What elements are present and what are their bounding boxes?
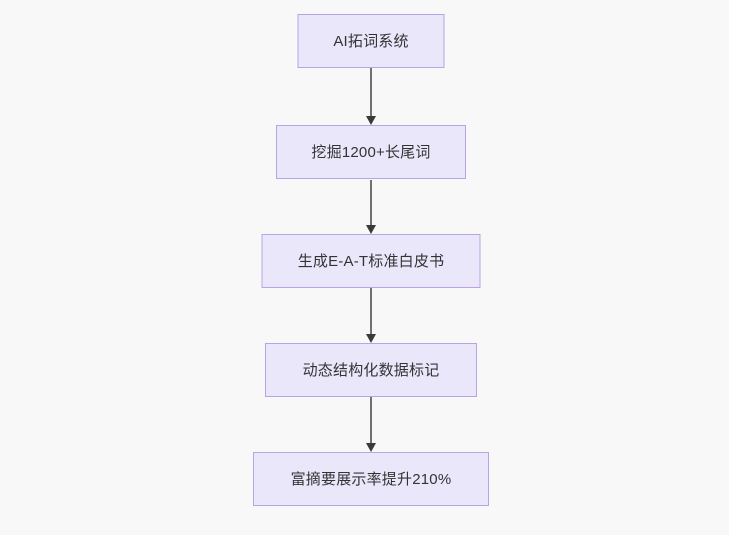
flow-node-label: AI拓词系统 <box>333 32 409 50</box>
flow-node-5[interactable]: 富摘要展示率提升210% <box>253 452 489 506</box>
flow-node-label: 富摘要展示率提升210% <box>290 470 452 488</box>
flow-node-4[interactable]: 动态结构化数据标记 <box>265 343 477 397</box>
arrow-head <box>366 225 376 234</box>
flow-node-2[interactable]: 挖掘1200+长尾词 <box>276 125 466 179</box>
flow-arrow-4 <box>365 397 377 452</box>
flow-node-label: 挖掘1200+长尾词 <box>311 143 431 161</box>
flow-arrow-2 <box>365 180 377 234</box>
flow-node-3[interactable]: 生成E-A-T标准白皮书 <box>261 234 481 288</box>
flow-arrow-3 <box>365 288 377 343</box>
arrow-head <box>366 116 376 125</box>
flow-node-label: 动态结构化数据标记 <box>302 361 440 379</box>
arrow-head <box>366 334 376 343</box>
flow-node-1[interactable]: AI拓词系统 <box>297 14 445 68</box>
flow-node-label: 生成E-A-T标准白皮书 <box>297 252 445 270</box>
arrow-head <box>366 443 376 452</box>
flow-arrow-1 <box>365 68 377 125</box>
